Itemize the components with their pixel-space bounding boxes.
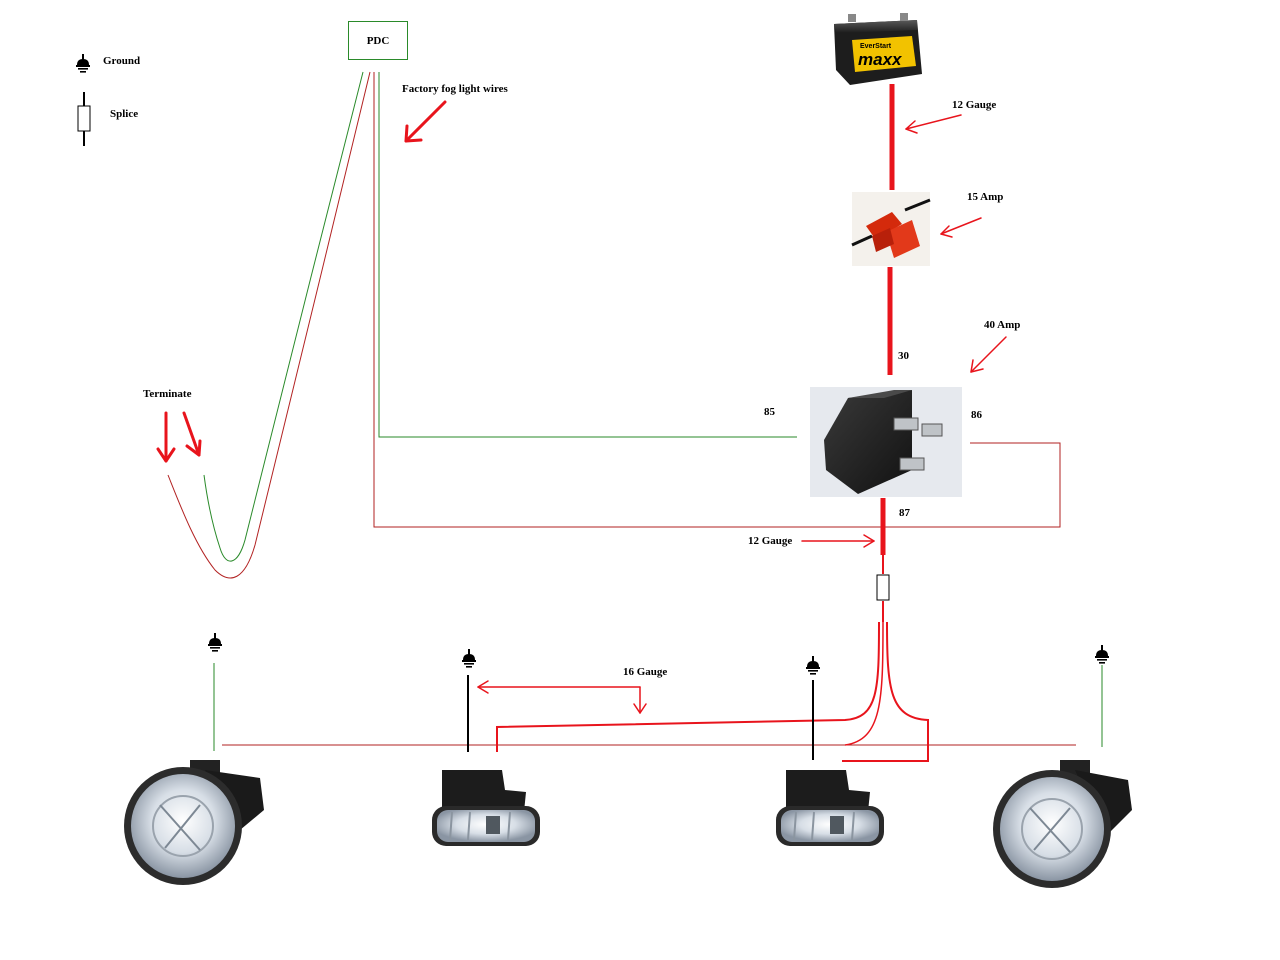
relay-pin-86: 86 (971, 409, 982, 421)
relay-pin-30: 30 (898, 350, 909, 362)
legend-splice-label: Splice (110, 108, 139, 120)
ground-icon (806, 656, 820, 675)
arrow-icon (404, 100, 447, 143)
thin-red-wires (167, 71, 1076, 746)
ground-wires (467, 675, 814, 760)
fog-lamp-icon (993, 760, 1132, 888)
pdc-box: PDC (348, 21, 408, 60)
fuse-icon (851, 192, 931, 266)
fog-lamp-icon (776, 770, 884, 846)
fog-lamp-icon (432, 770, 540, 846)
arrow-icon (905, 114, 962, 134)
splice-icon (77, 92, 91, 146)
relay-pin-87: 87 (899, 507, 910, 519)
relay-pin-85: 85 (764, 406, 775, 418)
arrow-icon (182, 411, 202, 457)
battery-brand: EverStart (860, 43, 892, 50)
relay-output-gauge-label: 12 Gauge (748, 535, 793, 547)
terminate-label: Terminate (143, 388, 192, 400)
pdc-label: PDC (366, 35, 390, 47)
factory-fog-wires-label: Factory fog light wires (402, 83, 508, 95)
annotation-arrows (156, 100, 1007, 714)
relay-rating-label: 40 Amp (984, 319, 1021, 331)
splice-icon (876, 574, 890, 601)
ground-icon (208, 633, 222, 652)
lamp-gauge-label: 16 Gauge (623, 666, 668, 678)
ground-icon (462, 649, 476, 668)
fog-lamp-icon (124, 760, 264, 885)
green-wires (203, 71, 1103, 751)
relay-icon (810, 387, 962, 497)
battery-icon: EverStart maxx (834, 13, 922, 85)
ground-icon (1095, 645, 1109, 664)
arrow-icon (940, 217, 982, 238)
legend-ground-label: Ground (103, 55, 141, 67)
power-wires (496, 84, 929, 762)
arrow-icon (801, 534, 875, 548)
fuse-rating-label: 15 Amp (967, 191, 1004, 203)
battery-gauge-label: 12 Gauge (952, 99, 997, 111)
arrow-icon (970, 336, 1007, 373)
legend-ground (76, 54, 90, 73)
legend-splice (77, 92, 91, 146)
battery-model: maxx (858, 50, 903, 69)
arrow-icon (477, 680, 647, 714)
ground-icon (76, 54, 90, 73)
arrow-icon (156, 411, 176, 463)
